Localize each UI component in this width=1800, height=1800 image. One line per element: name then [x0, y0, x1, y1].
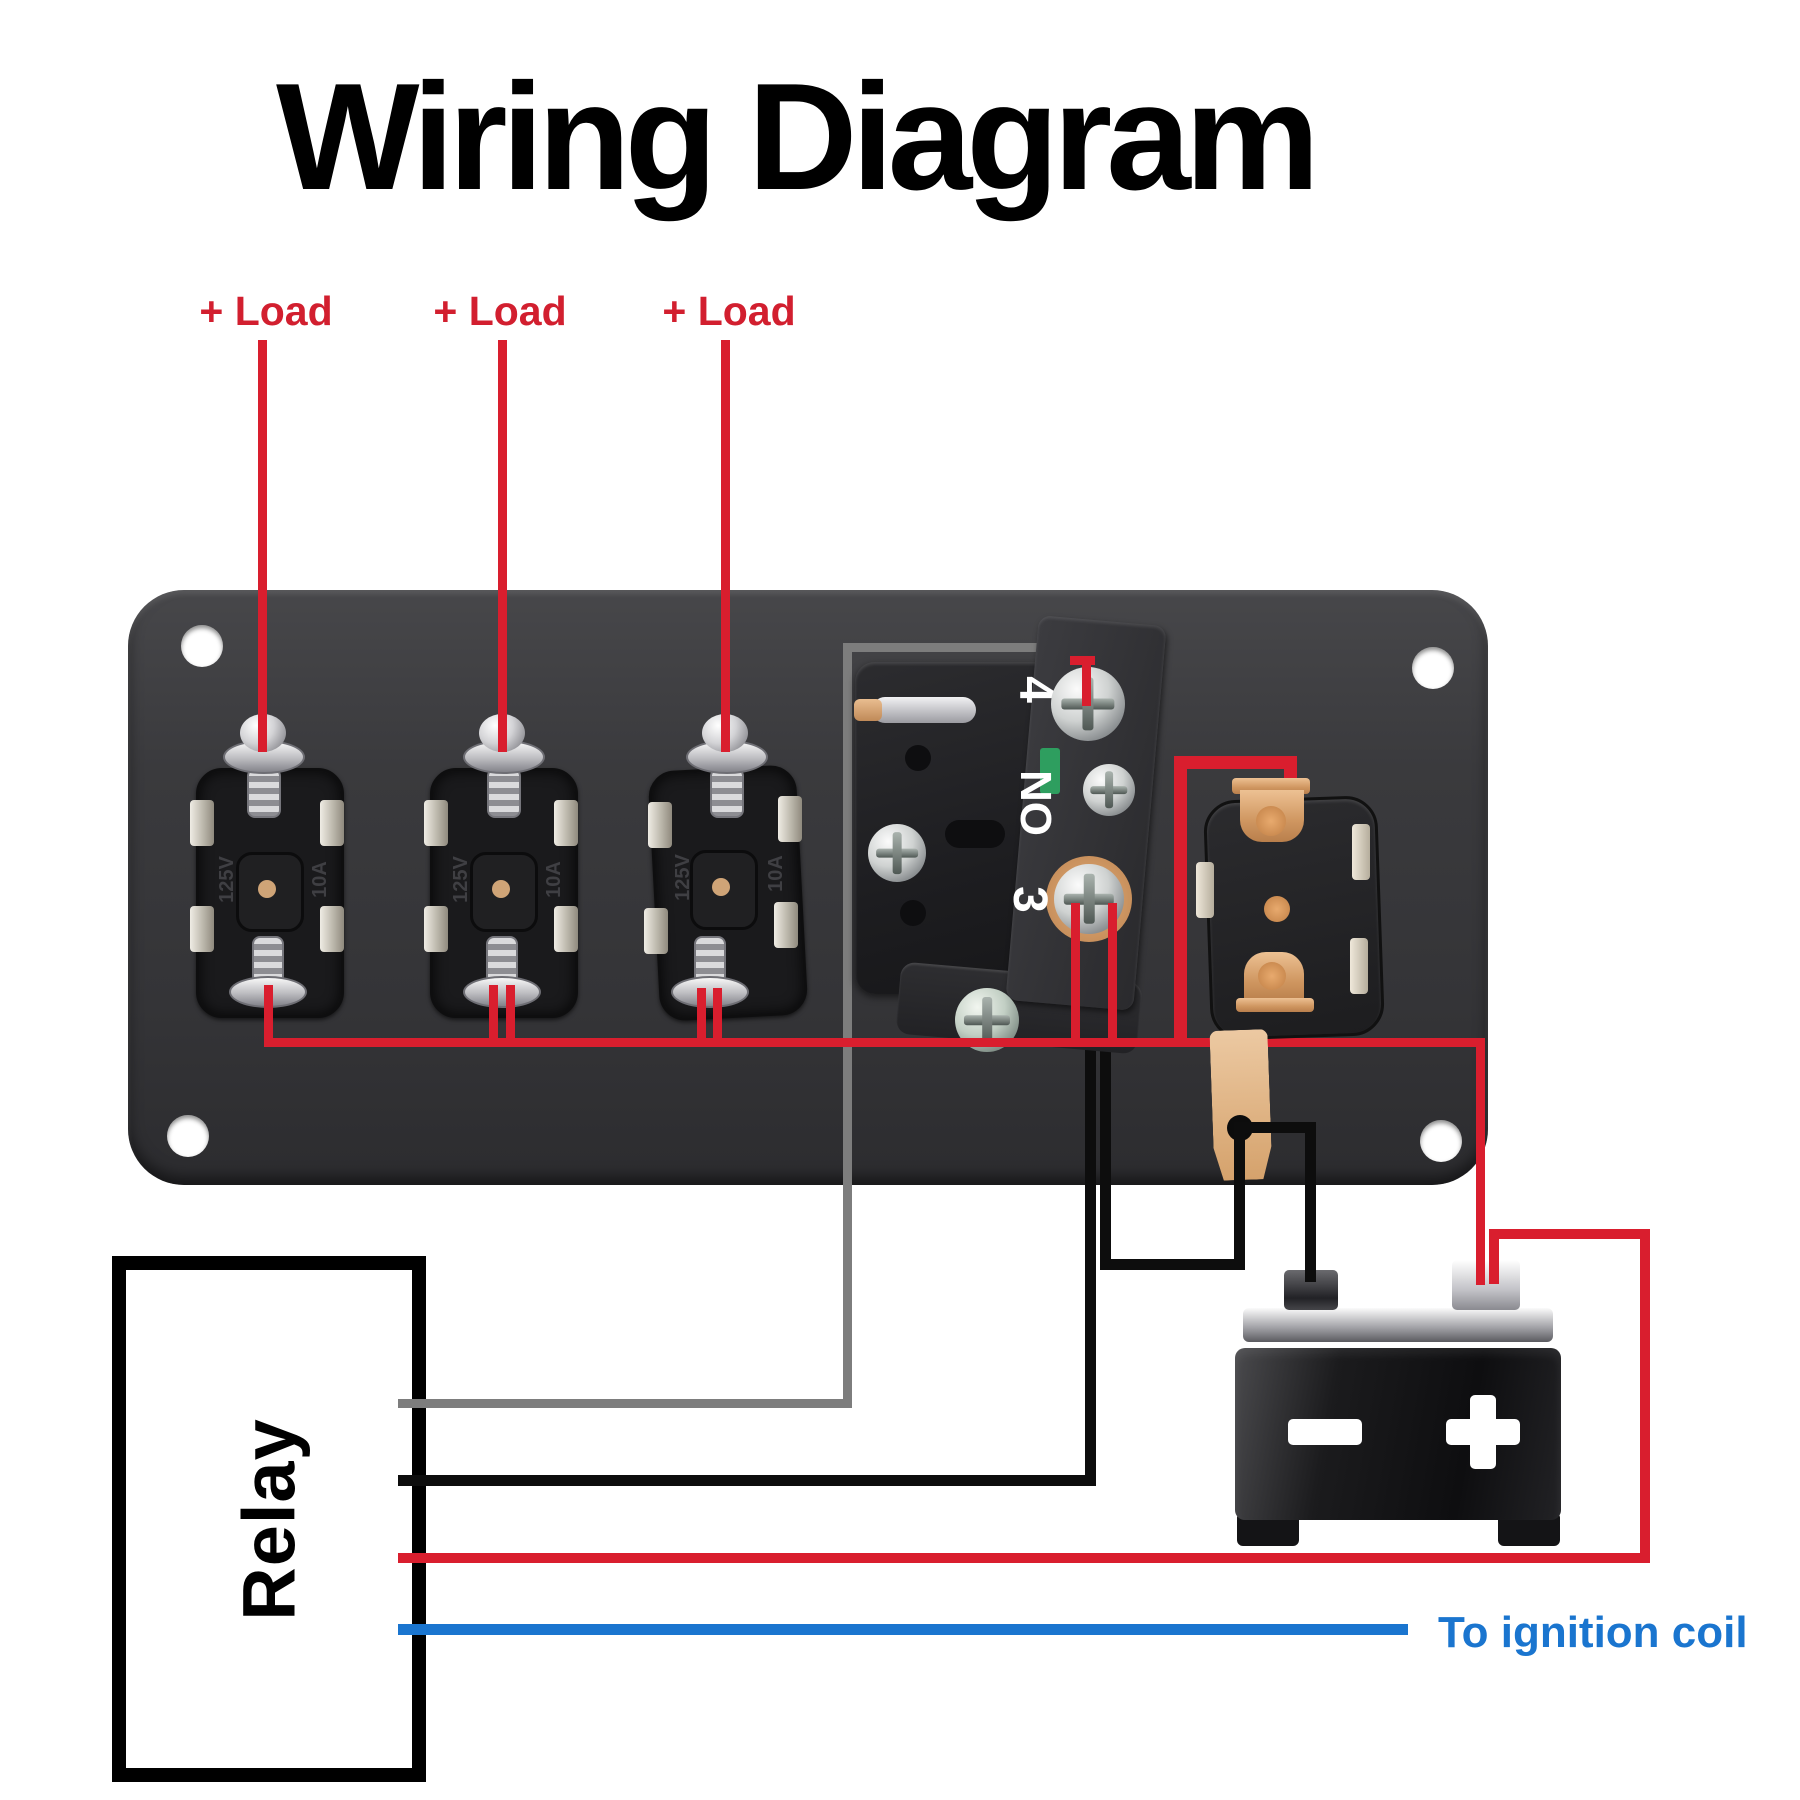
ignition-coil-label: To ignition coil — [1438, 1608, 1748, 1657]
breaker-center-rivet — [1264, 896, 1290, 922]
switch2-amp-marking: 10A — [542, 861, 565, 898]
switch2-contact-dot — [492, 880, 510, 898]
breaker-bottom-rivet — [1258, 962, 1286, 990]
relay-box — [112, 1256, 426, 1782]
battery-top-cap — [1243, 1308, 1553, 1342]
wire-gray-riser — [843, 643, 852, 1408]
breaker-top-rivet — [1256, 806, 1286, 836]
wire-bus-stub-switch2a — [489, 985, 498, 1045]
wire-bus-stub-switch3b — [713, 988, 722, 1045]
wire-screw4-hook-v — [1082, 656, 1091, 706]
switch1-top-thread — [247, 768, 281, 818]
battery-plus-icon-vertical — [1470, 1395, 1496, 1469]
load-label-3: + Load — [662, 288, 796, 334]
battery-positive-post — [1452, 1260, 1520, 1310]
switch3-bottom-washer — [671, 976, 749, 1008]
pushbutton-hole-2 — [900, 900, 926, 926]
switch1-contact-dot — [258, 880, 276, 898]
switch2-clip-bl — [424, 906, 448, 952]
pushbutton-terminal3-label: 3 — [1002, 886, 1056, 913]
wire-pushbutton3-loop-a — [1071, 903, 1080, 1043]
breaker-clip-right-bottom — [1350, 938, 1368, 994]
mounting-hole-top-left — [181, 625, 223, 667]
switch1-clip-tr — [320, 800, 344, 846]
wire-bus-stub-switch3a — [697, 988, 706, 1045]
pushbutton-slot — [945, 820, 1005, 848]
wire-gray-top — [843, 643, 1075, 652]
pushbutton-green-contact — [1040, 748, 1060, 794]
page-title: Wiring Diagram — [276, 52, 1320, 222]
load-label-1: + Load — [199, 288, 333, 334]
battery-minus-icon — [1288, 1419, 1362, 1445]
switch3-voltage-marking: 125V — [671, 854, 694, 901]
switch3-clip-bl — [644, 908, 668, 954]
switch1-amp-marking: 10A — [308, 861, 331, 898]
wire-black-pushbutton-to-spade-v — [1100, 935, 1111, 1270]
switch3-clip-tl — [648, 802, 672, 848]
mounting-hole-top-right — [1412, 647, 1454, 689]
wire-screw4-hook-h — [1070, 656, 1095, 665]
wire-load3 — [721, 340, 730, 752]
wire-bus-stub-switch2b — [506, 985, 515, 1045]
switch1-clip-tl — [190, 800, 214, 846]
switch2-top-thread — [487, 768, 521, 818]
switch3-clip-tr — [778, 796, 802, 842]
wire-red-bus — [264, 1038, 1485, 1047]
load-label-2: + Load — [433, 288, 567, 334]
wire-black-pushbutton-to-spade-h — [1100, 1259, 1245, 1270]
pushbutton-plunger-pin — [872, 697, 976, 723]
wire-pushbutton3-loop-b — [1108, 903, 1117, 1043]
wire-breaker-feed-v — [1174, 756, 1187, 1047]
breaker-clip-right-top — [1352, 824, 1370, 880]
switch3-top-thread — [710, 768, 744, 818]
wire-black-pushbutton-to-relay-h — [398, 1475, 1096, 1486]
switch1-voltage-marking: 125V — [215, 856, 238, 903]
wire-relay-red-v — [1640, 1229, 1650, 1563]
switch3-clip-br — [774, 902, 798, 948]
pushbutton-no-label: NO — [1011, 770, 1060, 836]
wire-bus-to-battery-positive — [1476, 1038, 1485, 1285]
wire-relay-red-top — [1489, 1229, 1650, 1239]
wire-load1 — [258, 340, 267, 752]
wire-relay-red-h — [398, 1553, 1650, 1563]
wire-black-to-battery-negative — [1305, 1122, 1316, 1282]
switch1-clip-br — [320, 906, 344, 952]
switch2-bottom-washer — [463, 976, 541, 1008]
pushbutton-plunger-tip — [854, 699, 882, 721]
switch2-voltage-marking: 125V — [449, 856, 472, 903]
pushbutton-left-screw — [868, 824, 926, 882]
breaker-clip-left — [1196, 862, 1214, 918]
switch3-amp-marking: 10A — [764, 855, 787, 892]
wire-black-pushbutton-to-relay-v — [1085, 935, 1096, 1486]
wire-black-spade-to-battery-h — [1234, 1122, 1316, 1133]
relay-label: Relay — [227, 1417, 311, 1621]
pushbutton-screw-middle — [1083, 764, 1135, 816]
switch1-clip-bl — [190, 906, 214, 952]
switch2-clip-tr — [554, 800, 578, 846]
switch2-clip-tl — [424, 800, 448, 846]
mounting-hole-bottom-left — [167, 1115, 209, 1157]
pushbutton-hole-1 — [905, 745, 931, 771]
switch3-contact-dot — [712, 878, 730, 896]
wire-breaker-feed-h — [1174, 756, 1297, 769]
wire-blue-ignition — [398, 1624, 1408, 1635]
wire-relay-red-drop — [1489, 1229, 1499, 1284]
mounting-hole-bottom-right — [1420, 1120, 1462, 1162]
switch2-clip-br — [554, 906, 578, 952]
breaker-bottom-bracket — [1236, 998, 1314, 1012]
wire-gray-relay-h — [398, 1399, 852, 1408]
wire-load2 — [498, 340, 507, 752]
wire-bus-stub-switch1 — [264, 985, 273, 1045]
wire-black-spade-riser — [1234, 1128, 1245, 1270]
